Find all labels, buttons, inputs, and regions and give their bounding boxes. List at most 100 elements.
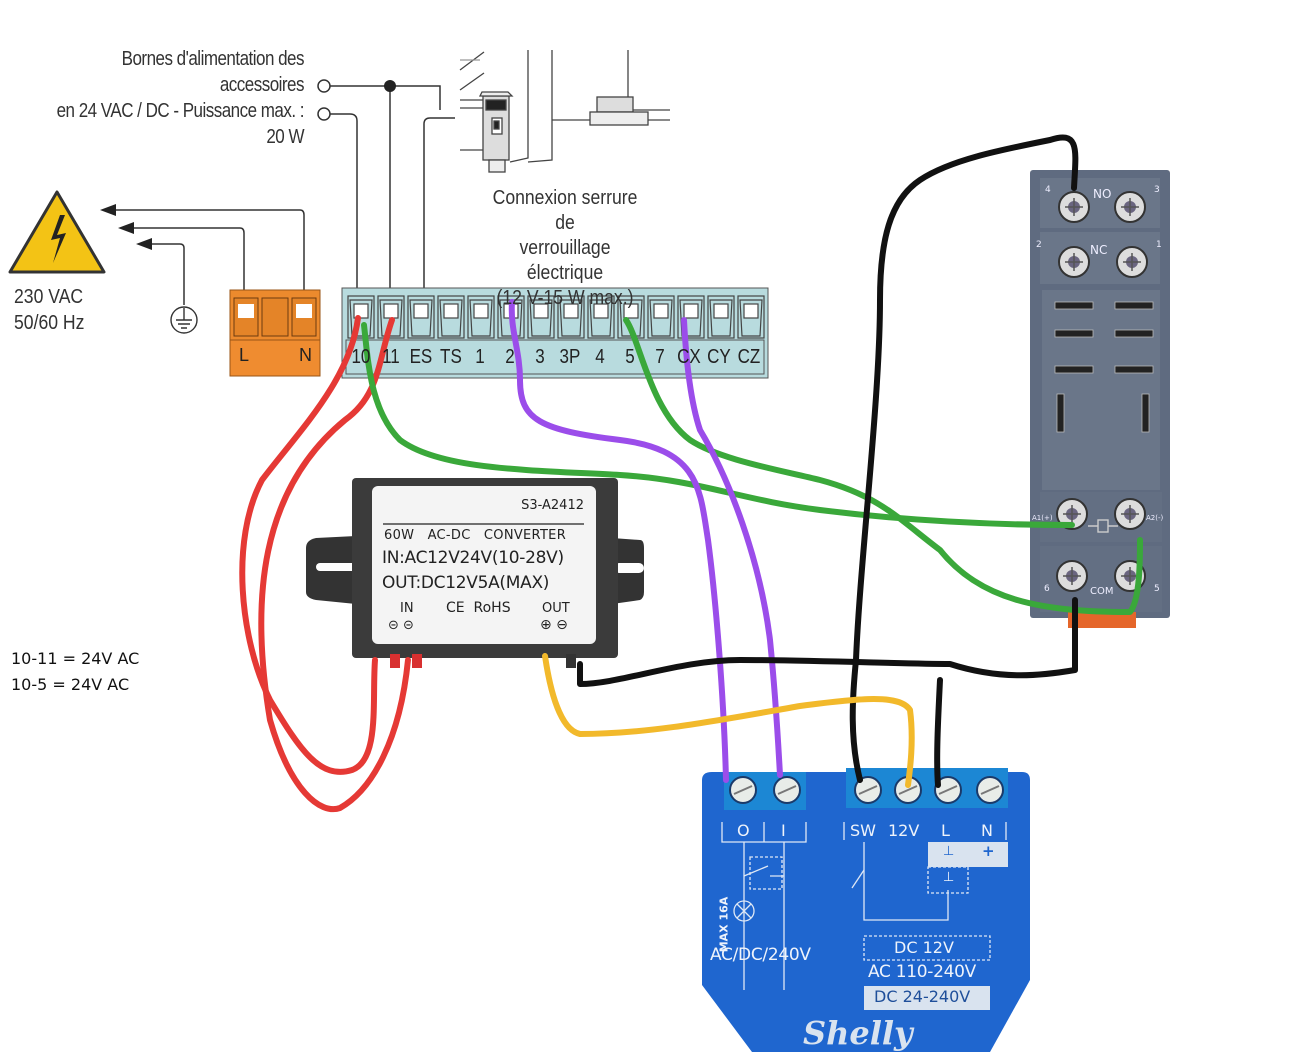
- junction-dot: [384, 80, 396, 92]
- shelly-logo: Shelly: [803, 1014, 913, 1052]
- terminal-label: 11: [381, 346, 400, 368]
- shelly-terminal-12v: 12V: [888, 821, 920, 840]
- relay-screw: [1114, 498, 1146, 530]
- terminal-label: 10: [351, 346, 371, 368]
- relay-screw: [1058, 191, 1090, 223]
- mains-voltage: 230 VAC: [14, 286, 84, 308]
- relay-pin-3: 3: [1154, 185, 1160, 195]
- shelly-terminal-i: I: [781, 821, 786, 840]
- relay-label-com: COM: [1090, 586, 1114, 597]
- lock-line-3: (12 V-15 W max.): [496, 287, 634, 309]
- shelly-supply-ac: AC 110-240V: [868, 962, 976, 982]
- mains-rating: 230 VAC 50/60 Hz: [14, 284, 84, 336]
- converter-cert: CE RoHS: [446, 600, 511, 616]
- green-wire-10: [361, 322, 1075, 528]
- note-10-5: 10-5 = 24V AC: [11, 675, 130, 694]
- relay-label-no: NO: [1093, 187, 1112, 201]
- terminal-slot: [347, 295, 375, 339]
- terminal-slot: [587, 295, 615, 339]
- black-wire-shelly-l: [934, 677, 943, 788]
- polarity-plus-icon: +: [982, 842, 995, 860]
- lock-line-2: verrouillage électrique: [519, 237, 611, 284]
- accessory-line-1: Bornes d'alimentation des accessoires: [121, 48, 305, 96]
- terminal-label: TS: [439, 346, 462, 368]
- shelly-terminal-l: L: [941, 821, 950, 840]
- relay-coil-a2: A2(-): [1146, 514, 1164, 522]
- red-wire-10: [239, 315, 378, 775]
- lock-caption: Connexion serrure de verrouillage électr…: [481, 186, 648, 311]
- terminal-label: 2: [505, 346, 515, 368]
- mains-frequency: 50/60 Hz: [14, 312, 85, 334]
- terminal-label: 3P: [559, 346, 581, 368]
- relay-screw: [1114, 191, 1146, 223]
- converter-output: OUT:DC12V5A(MAX): [382, 573, 550, 593]
- ground-icon: [170, 306, 198, 334]
- converter-label: S3-A2412 60W AC-DC CONVERTER IN:AC12V24V…: [372, 486, 596, 644]
- yellow-wire-12v: [542, 653, 915, 788]
- relay-screw: [1116, 246, 1148, 278]
- terminal-label: CY: [707, 346, 732, 368]
- high-voltage-warning-icon: [8, 190, 106, 274]
- terminal-label: 3: [535, 346, 545, 368]
- purple-wire-7: [681, 317, 783, 778]
- converter-model: S3-A2412: [521, 498, 584, 513]
- mains-terminal-label-n: N: [299, 345, 312, 365]
- shelly-terminal-screw: [976, 776, 1004, 804]
- terminal-label: 7: [654, 346, 665, 368]
- relay-screw: [1056, 560, 1088, 592]
- control-terminal-block: [341, 287, 769, 379]
- terminal-label-row: 10 11 ES TS 1 2 3 3P 4 5 7 CX CY CZ: [346, 342, 764, 372]
- accessory-line-3: 20 W: [266, 126, 304, 148]
- terminal-slot: [527, 295, 555, 339]
- polarity-minus-icon: ⊥: [943, 870, 955, 885]
- electric-lock-illustration: [459, 50, 670, 173]
- relay-labels: 4 NO 3 2 NC 1 A1(+) A2(-) 6 COM 5: [1030, 170, 1170, 618]
- shelly-supply-dc12: DC 12V: [894, 938, 954, 957]
- green-wire-5: [623, 317, 1143, 615]
- black-wire-gnd: [577, 597, 1078, 687]
- shelly-terminal-screw: [773, 776, 801, 804]
- shelly-terminal-screw: [854, 776, 882, 804]
- relay-label-nc: NC: [1090, 243, 1108, 257]
- terminal-label: 5: [624, 346, 635, 368]
- terminal-slot: [407, 295, 435, 339]
- polarity-minus-icon: ⊥: [943, 844, 955, 859]
- converter-input: IN:AC12V24V(10-28V): [382, 548, 564, 568]
- lock-line-1: Connexion serrure de: [492, 187, 638, 234]
- relay-pin-6: 6: [1044, 584, 1050, 594]
- terminal-slot: [647, 295, 675, 339]
- terminal-slot: [737, 295, 765, 339]
- terminal-label: ES: [409, 346, 432, 368]
- note-10-11: 10-11 = 24V AC: [11, 649, 140, 668]
- terminal-label: 1: [475, 346, 486, 368]
- shelly-output-voltage: AC/DC/240V: [710, 945, 811, 965]
- accessory-power-label: Bornes d'alimentation des accessoires en…: [46, 46, 305, 150]
- terminal-slot: [707, 295, 735, 339]
- shelly-terminal-n: N: [981, 821, 993, 840]
- red-wire-11: [258, 317, 411, 813]
- mains-wiring: [112, 209, 305, 306]
- converter-in-label: IN: [400, 601, 414, 616]
- relay-pin-1: 1: [1156, 240, 1162, 250]
- terminal-slot: [437, 295, 465, 339]
- relay-pin-5: 5: [1154, 584, 1160, 594]
- accessory-line-2: en 24 VAC / DC - Puissance max. :: [56, 100, 305, 122]
- mains-terminal-label-l: L: [239, 345, 250, 365]
- shelly-terminal-sw: SW: [850, 821, 876, 840]
- terminal-label: CZ: [737, 346, 761, 368]
- relay-pin-2: 2: [1036, 240, 1042, 250]
- shelly-terminal-screw: [729, 776, 757, 804]
- ac-dc-converter-body: [306, 478, 644, 668]
- mains-terminal-block: [229, 289, 321, 377]
- shelly-terminal-o: O: [737, 821, 750, 840]
- relay-screw: [1058, 246, 1090, 278]
- terminal-slot: [467, 295, 495, 339]
- relay-screw: [1056, 498, 1088, 530]
- terminal-label: 4: [595, 346, 605, 368]
- wires: [239, 134, 1143, 813]
- shelly-terminal-screw: [934, 776, 962, 804]
- ac-input-icons: ⊝ ⊝: [388, 618, 414, 633]
- shelly-labels: O I SW 12V L N ⊥ + ⊥ MAX 16A AC/DC/240V …: [700, 770, 1040, 1052]
- accessory-wiring: [317, 79, 455, 310]
